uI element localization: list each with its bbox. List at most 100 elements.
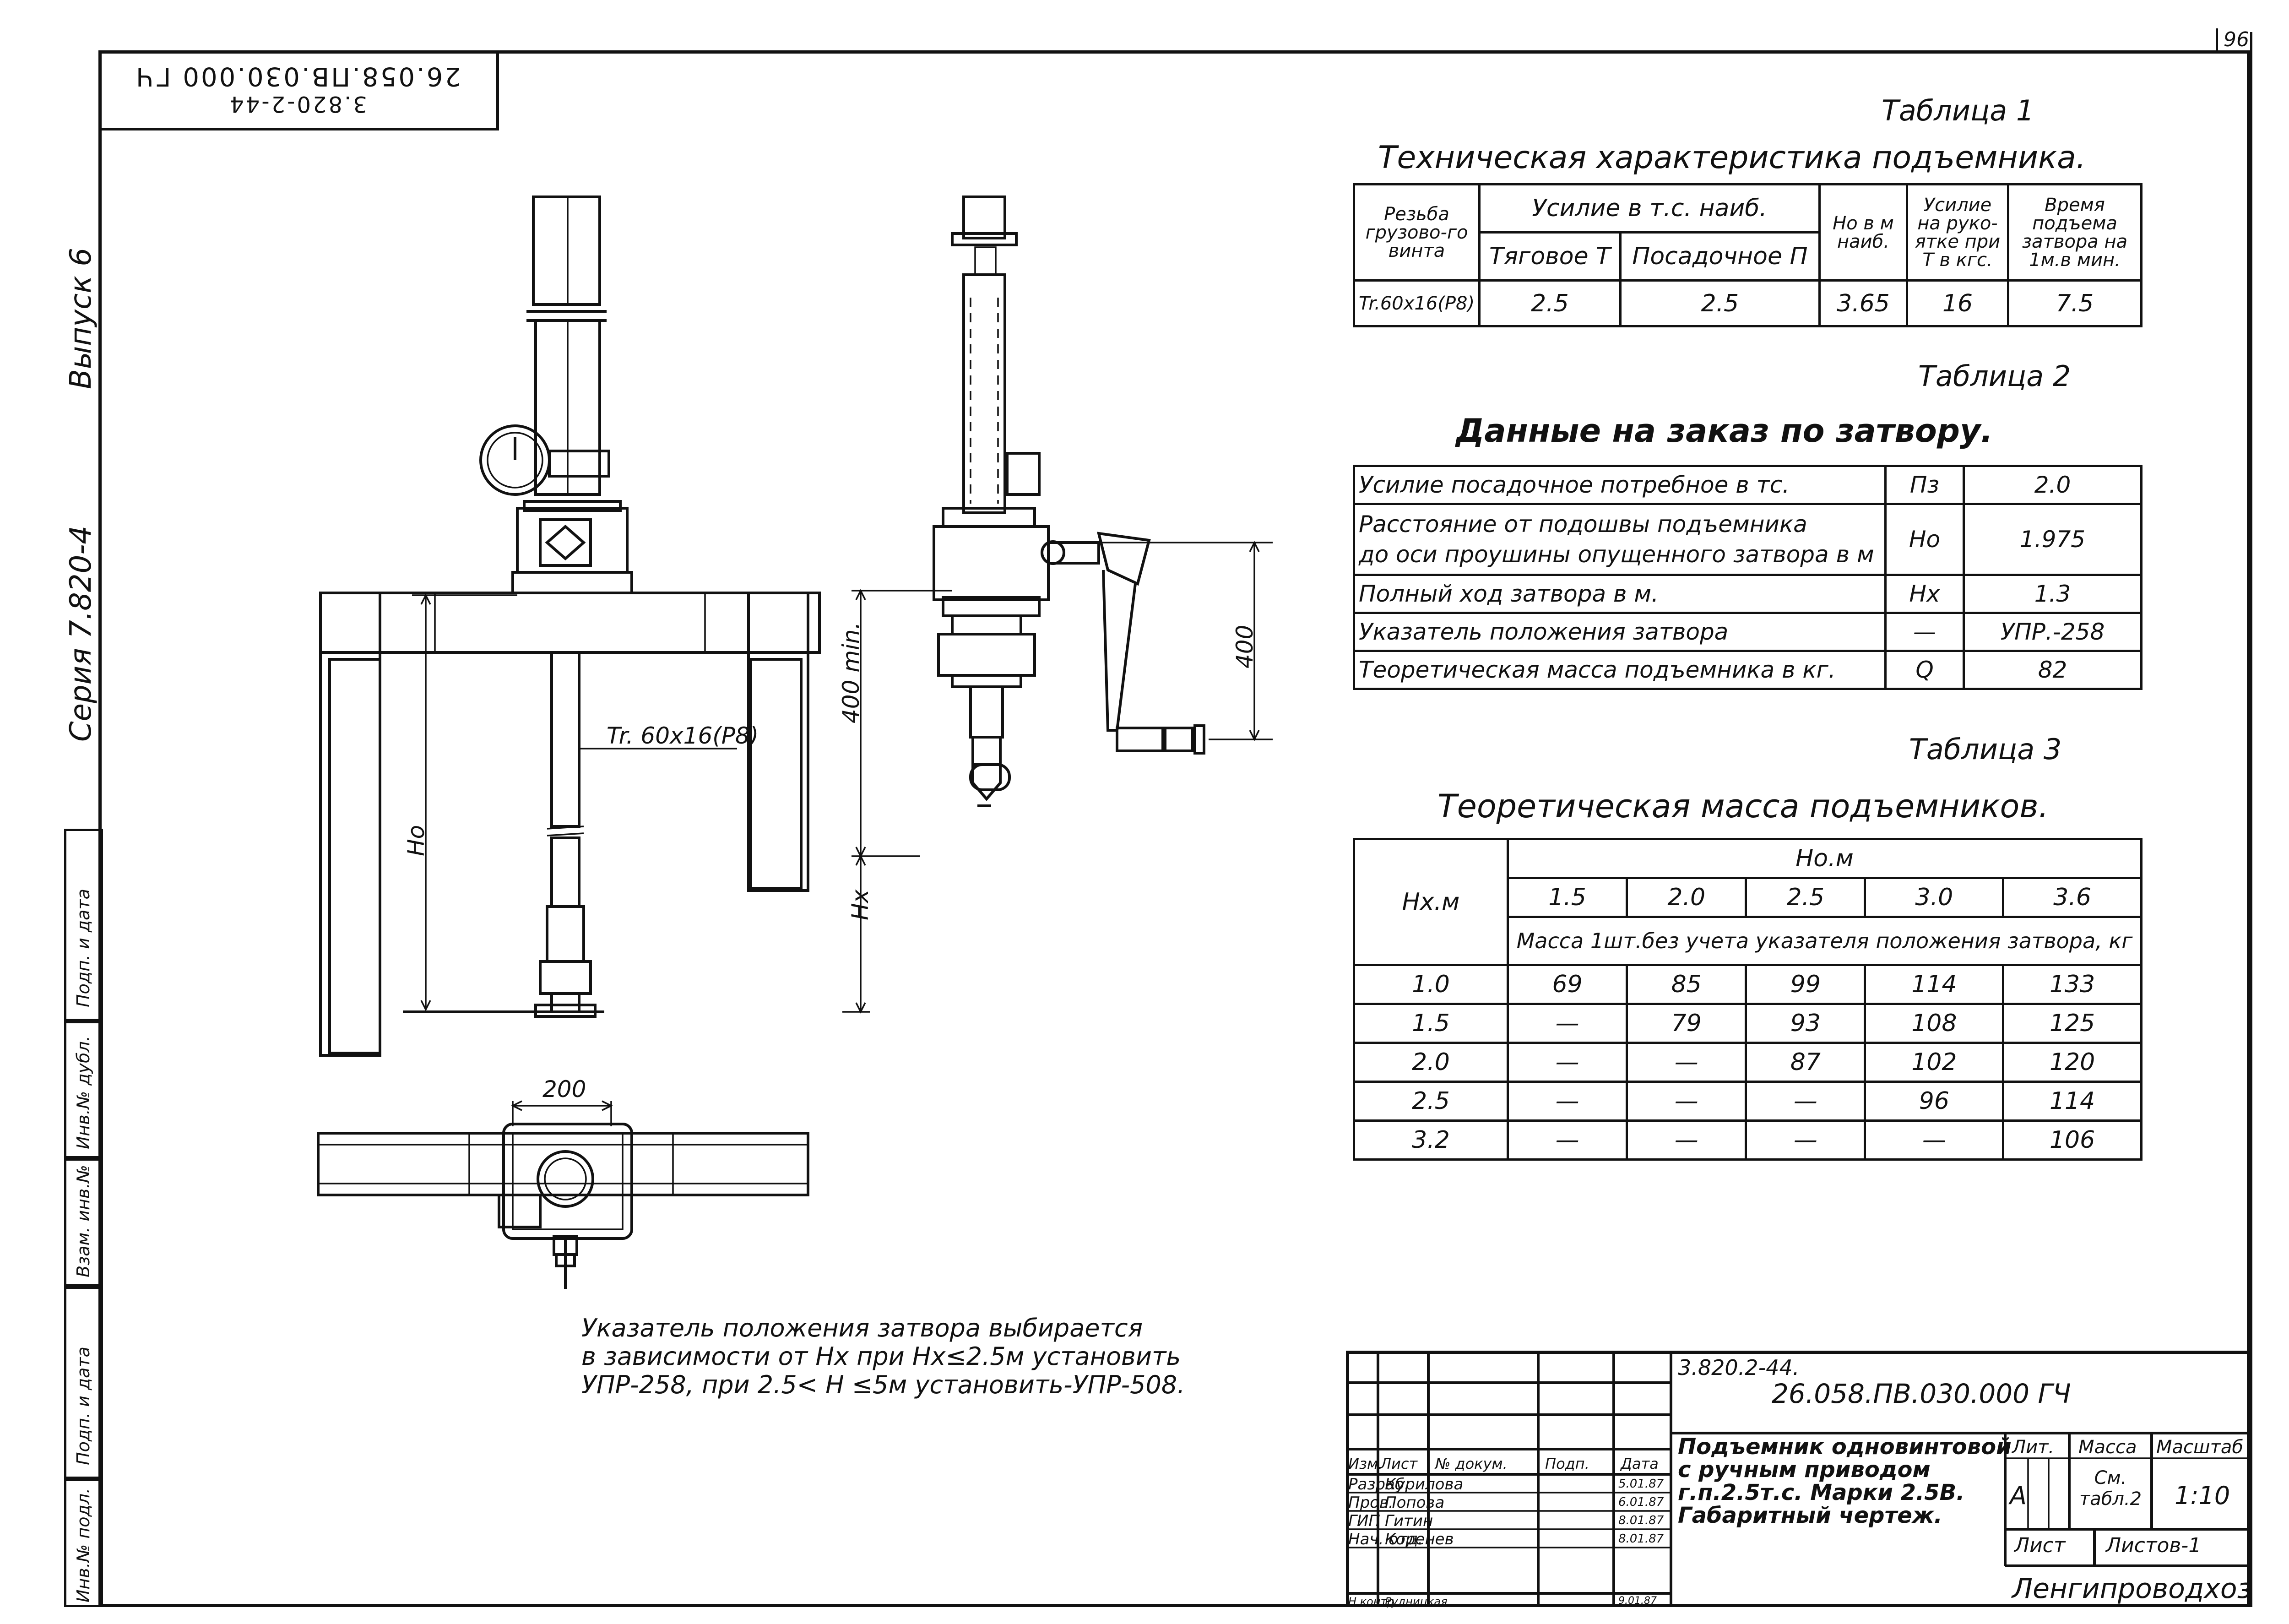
table-row: 2.5 — — — 96 114 bbox=[1353, 1081, 2143, 1122]
t3-cell: 120 bbox=[2002, 1042, 2143, 1083]
t3-cell: 96 bbox=[1864, 1081, 2005, 1122]
t3-cell: — bbox=[1506, 1042, 1628, 1083]
page-number: 96 bbox=[2216, 28, 2255, 51]
frame-right-line bbox=[2250, 32, 2252, 1607]
tb-person: Курилова bbox=[1385, 1475, 1464, 1494]
t2-symbol: Q bbox=[1884, 650, 1965, 690]
tb-org: Ленгипроводхоз bbox=[2012, 1573, 2252, 1605]
table3-caption: Таблица 3 bbox=[1909, 733, 2062, 766]
t2-label: Расстояние от подошвы подъемника до оси … bbox=[1353, 503, 1887, 576]
table1-title: Техническая характеристика подъемника. bbox=[1378, 140, 2086, 176]
tb-h-mass: Масса bbox=[2078, 1437, 2137, 1458]
t2-symbol: Нх bbox=[1884, 574, 1965, 614]
t3-hx: 2.0 bbox=[1353, 1042, 1509, 1083]
t2-symbol: Пз bbox=[1884, 465, 1965, 505]
tb-name-line1: Подъемник одновинтовой bbox=[1678, 1434, 2012, 1460]
tb-date: 8.01.87 bbox=[1618, 1514, 1664, 1527]
t3-cell: — bbox=[1506, 1081, 1628, 1122]
t3-subheader: Масса 1шт.без учета указателя положения … bbox=[1507, 916, 2143, 966]
t3-col: 1.5 bbox=[1506, 877, 1628, 918]
t2-symbol: Но bbox=[1884, 503, 1965, 576]
t1-head-time: Время подъема затвора на 1м.в мин. bbox=[2007, 183, 2143, 282]
note-line1: Указатель положения затвора выбирается bbox=[581, 1314, 1143, 1342]
t1-head-force: Усилие в т.с. наиб. bbox=[1478, 183, 1821, 234]
t3-col: 2.5 bbox=[1745, 877, 1866, 918]
title-block bbox=[1346, 1351, 2250, 1607]
t2-value: УПР.-258 bbox=[1963, 612, 2143, 652]
tb-sheets: Листов-1 bbox=[2106, 1534, 2202, 1557]
t3-cell: — bbox=[1864, 1119, 2005, 1161]
table-row: Указатель положения затвора — УПР.-258 bbox=[1353, 612, 2143, 652]
t2-symbol: — bbox=[1884, 612, 1965, 652]
t3-cell: — bbox=[1506, 1003, 1628, 1044]
strip-box-2 bbox=[64, 1021, 103, 1158]
t2-value: 82 bbox=[1963, 650, 2143, 690]
tb-role: Разраб. bbox=[1348, 1475, 1410, 1494]
t3-cell: 69 bbox=[1506, 964, 1628, 1005]
t2-label: Полный ход затвора в м. bbox=[1353, 574, 1887, 614]
t3-cell: — bbox=[1626, 1119, 1747, 1161]
tb-sheet: Лист bbox=[2014, 1534, 2066, 1557]
tb-h-lit: Лит. bbox=[2012, 1437, 2055, 1458]
t2-value: 1.3 bbox=[1963, 574, 2143, 614]
note-line2: в зависимости от Нх при Нх≤2.5м установи… bbox=[581, 1342, 1181, 1371]
table-row: Теоретическая масса подъемника в кг. Q 8… bbox=[1353, 650, 2143, 690]
plan-view bbox=[317, 1100, 809, 1289]
tb-person: Попова bbox=[1385, 1494, 1445, 1512]
tb-code1: 3.820.2-44. bbox=[1678, 1355, 1800, 1380]
tb-date: 6.01.87 bbox=[1618, 1495, 1664, 1509]
hx-dimension-label: Нх bbox=[847, 889, 873, 920]
t3-col: 3.6 bbox=[2002, 877, 2143, 918]
t3-hx: 3.2 bbox=[1353, 1119, 1509, 1161]
t3-cell: 85 bbox=[1626, 964, 1747, 1005]
t3-cell: 108 bbox=[1864, 1003, 2005, 1044]
t1-head-landing: Посадочное П bbox=[1619, 231, 1821, 282]
t1-head-h0: Но в м наиб. bbox=[1818, 183, 1908, 282]
t2-label: Теоретическая масса подъемника в кг. bbox=[1353, 650, 1887, 690]
t1-cell: 2.5 bbox=[1478, 279, 1622, 327]
t3-cell: 133 bbox=[2002, 964, 2143, 1005]
t1-cell: 16 bbox=[1906, 279, 2009, 327]
t3-cell: 87 bbox=[1745, 1042, 1866, 1083]
tb-date: 5.01.87 bbox=[1618, 1477, 1664, 1491]
tb-person: Рудницкая bbox=[1385, 1595, 1448, 1608]
t2-label-line1: Расстояние от подошвы подъемника bbox=[1359, 511, 1807, 538]
table2: Усилие посадочное потребное в тс. Пз 2.0… bbox=[1353, 465, 2143, 690]
strip-box-3 bbox=[64, 1158, 103, 1287]
tb-h-scale: Масштаб bbox=[2156, 1437, 2244, 1458]
dim-400min-label: 400 min. bbox=[838, 622, 864, 723]
table2-title: Данные на заказ по затвору. bbox=[1456, 412, 1993, 450]
t2-label-line2: до оси проушины опущенного затвора в м bbox=[1359, 541, 1874, 568]
t3-cell: 93 bbox=[1745, 1003, 1866, 1044]
t1-head-traction: Тяговое Т bbox=[1478, 231, 1622, 282]
t1-cell: 7.5 bbox=[2007, 279, 2143, 327]
dim-400-label: 400 bbox=[1231, 625, 1258, 668]
note-line3: УПР-258, при 2.5< Н ≤5м установить-УПР-5… bbox=[581, 1370, 1185, 1399]
t3-hx: 1.0 bbox=[1353, 964, 1509, 1005]
t3-col: 3.0 bbox=[1864, 877, 2005, 918]
tb-name: Подъемник одновинтовой с ручным приводом… bbox=[1678, 1435, 2012, 1527]
t3-cell: 102 bbox=[1864, 1042, 2005, 1083]
t1-cell: 2.5 bbox=[1619, 279, 1821, 327]
table1-caption: Таблица 1 bbox=[1882, 94, 2034, 127]
t3-cell: 79 bbox=[1626, 1003, 1747, 1044]
t3-cell: — bbox=[1626, 1081, 1747, 1122]
t3-cell: 125 bbox=[2002, 1003, 2143, 1044]
tb-name-line4: Габаритный чертеж. bbox=[1678, 1503, 1942, 1528]
t2-label: Усилие посадочное потребное в тс. bbox=[1353, 465, 1887, 505]
h0-dimension-label: Но bbox=[403, 825, 429, 856]
table-row: 1.0 69 85 99 114 133 bbox=[1353, 964, 2143, 1005]
tb-role: Нач. отд. bbox=[1348, 1530, 1423, 1548]
tb-role: ГИП bbox=[1348, 1512, 1380, 1530]
table-row: 2.0 — — 87 102 120 bbox=[1353, 1042, 2143, 1083]
t3-cell: 106 bbox=[2002, 1119, 2143, 1161]
t3-cell: 99 bbox=[1745, 964, 1866, 1005]
drawing-note: Указатель положения затвора выбирается в… bbox=[581, 1314, 1268, 1399]
t2-label: Указатель положения затвора bbox=[1353, 612, 1887, 652]
t1-head-handle: Усилие на руко-ятке при Т в кгс. bbox=[1906, 183, 2009, 282]
thread-label: Tr. 60x16(P8) bbox=[607, 722, 759, 749]
table-row: Усилие посадочное потребное в тс. Пз 2.0 bbox=[1353, 465, 2143, 505]
tb-date: 9.01.87 bbox=[1618, 1595, 1657, 1607]
